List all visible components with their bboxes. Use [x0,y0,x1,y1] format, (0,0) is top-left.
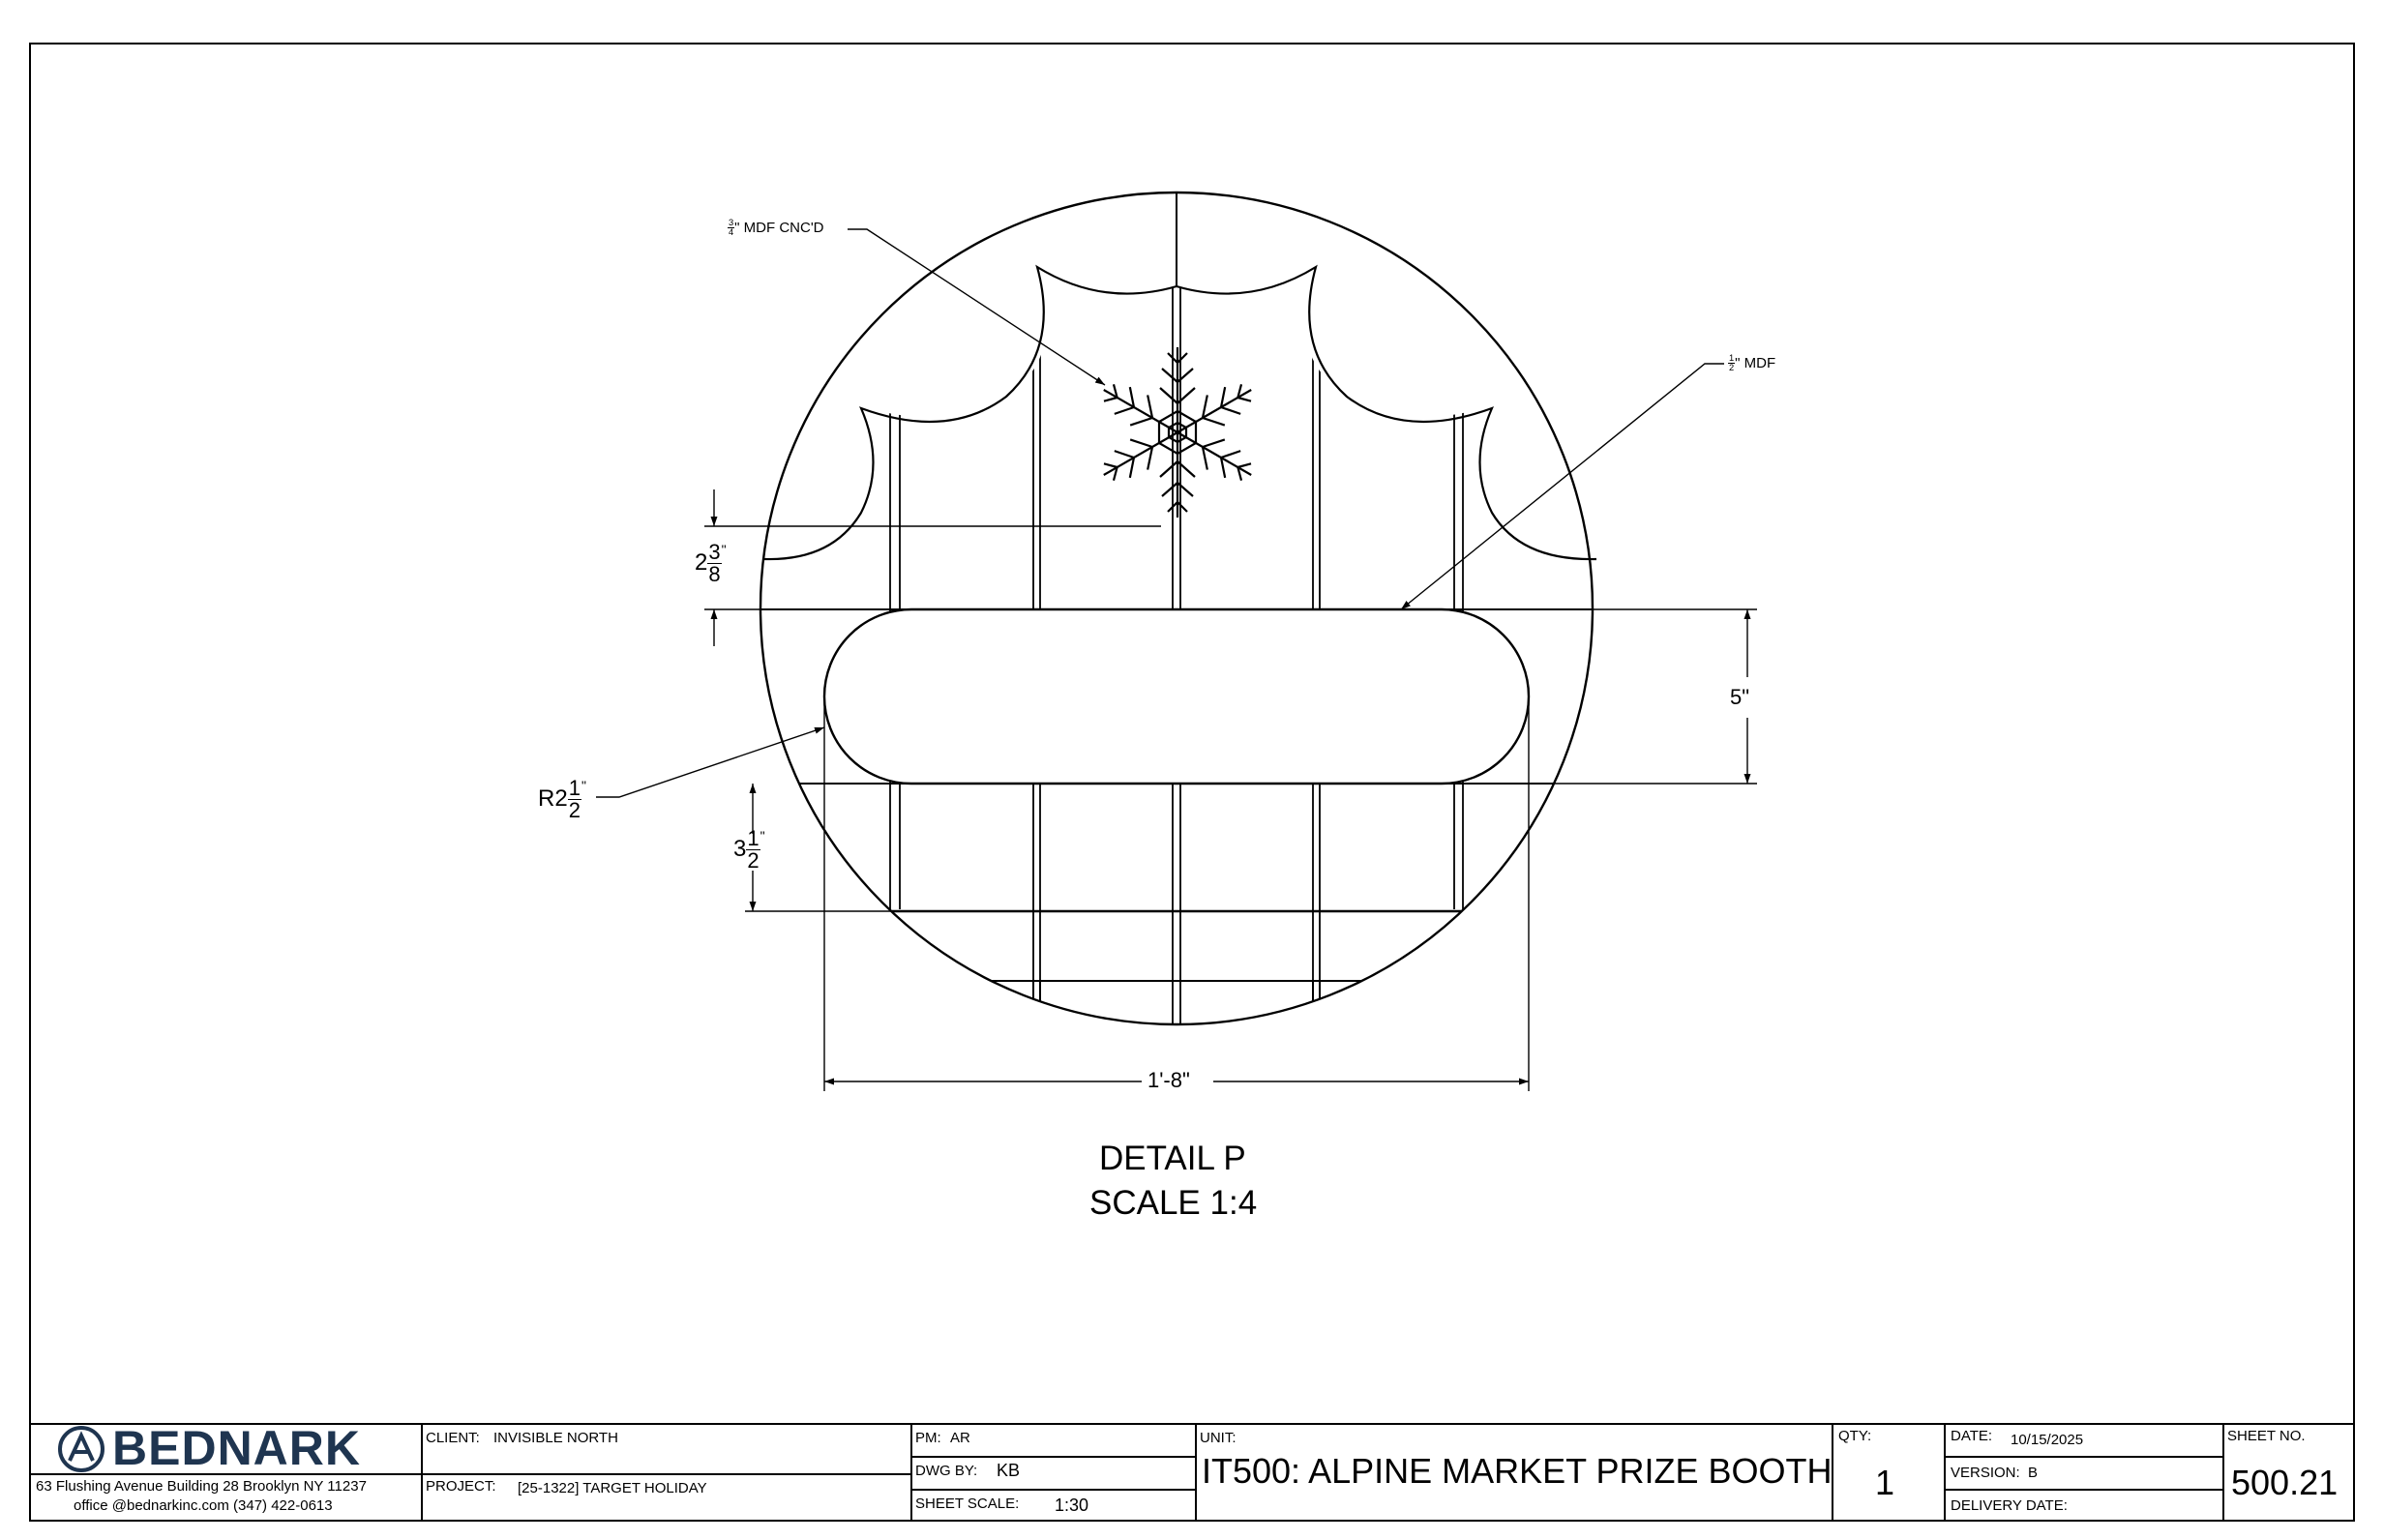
project-value: [25-1322] TARGET HOLIDAY [518,1480,707,1496]
detail-p-drawing [759,191,1597,1026]
version-value: B [2028,1465,2039,1481]
client-label: CLIENT: [426,1430,480,1446]
dwg-by-value: KB [997,1461,1021,1480]
client-value: INVISIBLE NORTH [493,1430,618,1446]
dimension-lines [596,228,1757,1091]
unit-label: UNIT: [1200,1430,1237,1446]
date-value: 10/15/2025 [2011,1432,2084,1448]
sheet-border [29,43,2355,1522]
qty-label: QTY: [1838,1428,1872,1444]
detail-scale: SCALE 1:4 [1089,1184,1258,1222]
unit-value: IT500: ALPINE MARKET PRIZE BOOTH [1202,1451,1833,1491]
sheet-no-value: 500.21 [2231,1463,2339,1502]
pm-label: PM: [915,1430,941,1446]
detail-title: DETAIL P [1099,1140,1246,1177]
sheet-scale-label: SHEET SCALE: [915,1496,1020,1512]
pm-value: AR [950,1430,970,1446]
detail-circle [759,191,1594,1026]
version-label: VERSION: [1951,1465,2020,1481]
title-block-grid [30,1423,2354,1521]
scalloped-top-panel [1177,192,1596,560]
sheet-scale-value: 1:30 [1055,1496,1089,1515]
dim-slot-height: 5" [1730,685,1750,709]
snowflake-icon [1093,347,1262,519]
delivery-date-label: DELIVERY DATE: [1951,1497,2068,1514]
date-label: DATE: [1951,1428,1993,1444]
sheet-no-label: SHEET NO. [2227,1428,2306,1444]
dim-overall-width: 1'-8" [1147,1068,1190,1092]
address-line-2: office @bednarkinc.com (347) 422-0613 [74,1497,333,1514]
logo-wordmark: BEDNARK [112,1421,361,1475]
qty-value: 1 [1875,1463,1895,1502]
project-label: PROJECT: [426,1478,496,1495]
bednark-logo [58,1426,104,1472]
dwg-by-label: DWG BY: [915,1463,978,1479]
address-line-1: 63 Flushing Avenue Building 28 Brooklyn … [36,1478,367,1495]
slot-opening [822,607,1531,785]
